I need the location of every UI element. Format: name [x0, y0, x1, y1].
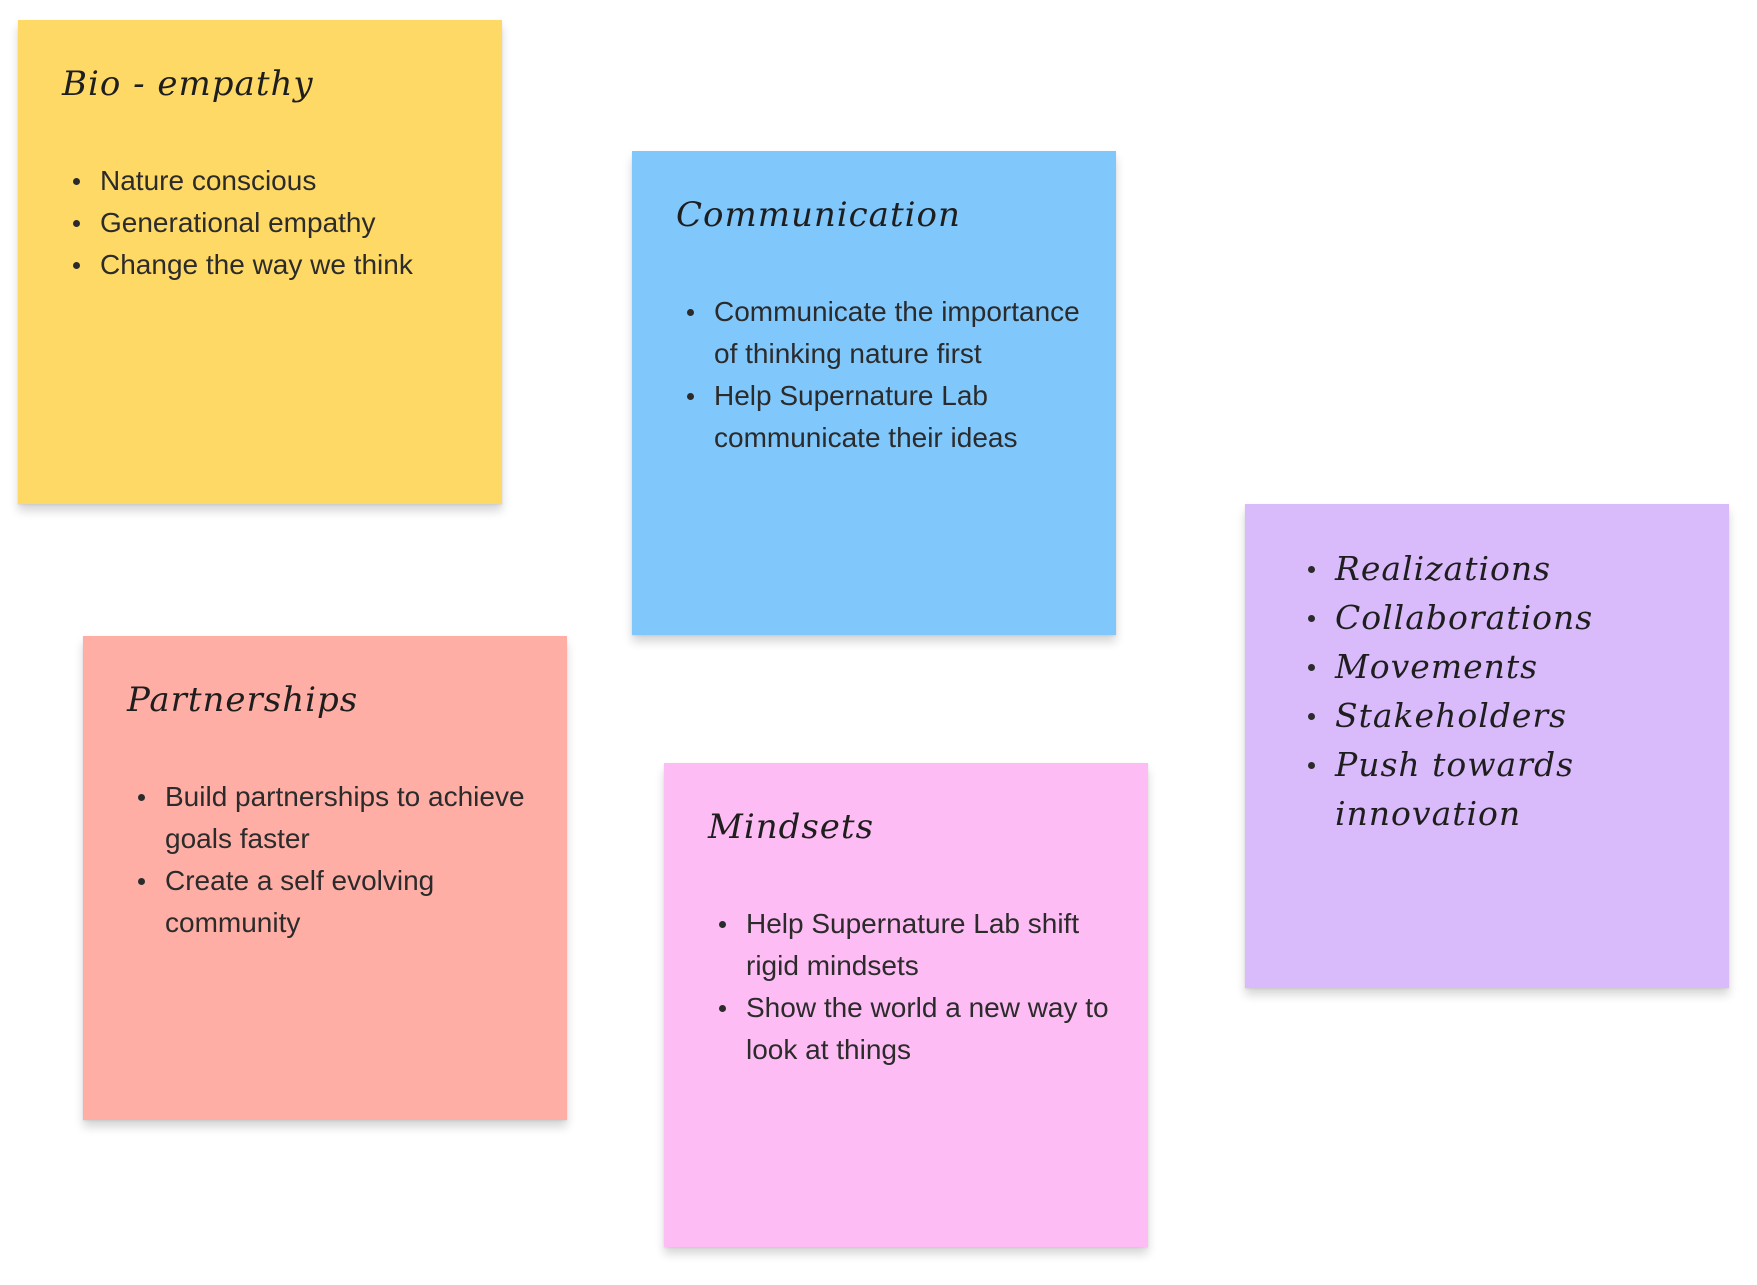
list-item: Help Supernature Lab shift rigid mindset… — [719, 903, 1136, 987]
list-item: Show the world a new way to look at thin… — [719, 987, 1136, 1071]
note-bullet-list: Build partnerships to achieve goals fast… — [127, 776, 535, 944]
note-bullet-list: Communicate the importance of thinking n… — [676, 291, 1084, 459]
note-title: Communication — [676, 195, 961, 235]
list-item: Create a self evolving community — [138, 860, 535, 944]
note-title: Mindsets — [708, 807, 875, 847]
list-item: Movements — [1308, 642, 1695, 691]
note-title: Bio - empathy — [62, 64, 314, 104]
sticky-note-partnerships[interactable]: Partnerships Build partnerships to achie… — [83, 636, 567, 1120]
list-item: Help Supernature Lab communicate their i… — [687, 375, 1084, 459]
sticky-note-mindsets[interactable]: Mindsets Help Supernature Lab shift rigi… — [664, 763, 1148, 1247]
note-bullet-list: Nature conscious Generational empathy Ch… — [62, 160, 500, 286]
list-item: Generational empathy — [73, 202, 500, 244]
list-item: Collaborations — [1308, 593, 1695, 642]
sticky-note-bio-empathy[interactable]: Bio - empathy Nature conscious Generatio… — [18, 20, 502, 504]
sticky-note-realizations[interactable]: Realizations Collaborations Movements St… — [1245, 504, 1729, 988]
list-item: Nature conscious — [73, 160, 500, 202]
note-title: Partnerships — [127, 680, 359, 720]
list-item: Realizations — [1308, 544, 1695, 593]
list-item: Communicate the importance of thinking n… — [687, 291, 1084, 375]
list-item: Change the way we think — [73, 244, 500, 286]
list-item: Build partnerships to achieve goals fast… — [138, 776, 535, 860]
note-bullet-list: Realizations Collaborations Movements St… — [1295, 544, 1695, 838]
list-item: Stakeholders — [1308, 691, 1695, 740]
note-bullet-list: Help Supernature Lab shift rigid mindset… — [708, 903, 1136, 1071]
sticky-note-communication[interactable]: Communication Communicate the importance… — [632, 151, 1116, 635]
list-item: Push towards innovation — [1308, 740, 1695, 838]
